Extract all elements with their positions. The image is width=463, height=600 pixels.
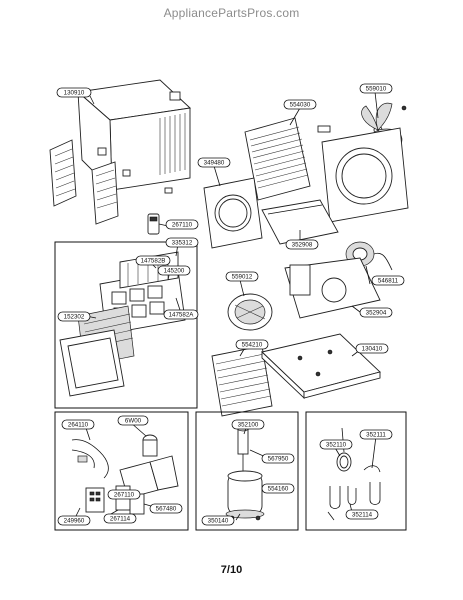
callout-546811: 546811 bbox=[371, 275, 405, 286]
svg-text:130410: 130410 bbox=[362, 346, 383, 353]
svg-text:130910: 130910 bbox=[64, 90, 85, 97]
svg-text:145200: 145200 bbox=[164, 268, 185, 275]
callout-352100: 352100 bbox=[231, 419, 265, 430]
svg-text:249960: 249960 bbox=[64, 518, 85, 525]
base-plate-part bbox=[261, 333, 381, 400]
svg-text:352110: 352110 bbox=[326, 442, 347, 449]
callout-352908: 352908 bbox=[285, 239, 319, 250]
svg-text:554210: 554210 bbox=[242, 342, 263, 349]
svg-text:349480: 349480 bbox=[204, 160, 225, 167]
callout-567480: 567480 bbox=[149, 503, 183, 514]
electrical-parts bbox=[71, 434, 179, 515]
compressor-group-box bbox=[195, 411, 299, 531]
callout-352111: 352111 bbox=[359, 429, 393, 440]
watermark: AppliancePartsPros.com bbox=[163, 6, 300, 20]
orifice-panel-part bbox=[203, 177, 263, 249]
svg-text:352904: 352904 bbox=[366, 310, 387, 317]
callout-554030: 554030 bbox=[283, 99, 317, 110]
callout-352904: 352904 bbox=[359, 307, 393, 318]
svg-text:559012: 559012 bbox=[232, 274, 253, 281]
blower-wheel-part bbox=[227, 293, 273, 331]
callout-350140: 350140 bbox=[201, 515, 235, 526]
svg-text:6W00: 6W00 bbox=[125, 418, 142, 425]
tubing-parts bbox=[327, 452, 381, 521]
svg-text:267114: 267114 bbox=[110, 516, 131, 523]
side-louver-right bbox=[91, 161, 119, 225]
svg-text:559010: 559010 bbox=[366, 86, 387, 93]
svg-text:264110: 264110 bbox=[68, 422, 89, 429]
callout-145200: 145200 bbox=[157, 265, 191, 276]
callout-6w00: 6W00 bbox=[117, 415, 149, 426]
callout-559012: 559012 bbox=[225, 271, 259, 282]
svg-text:352100: 352100 bbox=[238, 422, 259, 429]
callout-130910: 130910 bbox=[56, 87, 92, 98]
remote-part bbox=[147, 213, 160, 235]
svg-text:350140: 350140 bbox=[208, 518, 229, 525]
page-number: 7/10 bbox=[220, 564, 243, 576]
callout-264110: 264110 bbox=[61, 419, 95, 430]
front-frame-part bbox=[59, 329, 125, 397]
callout-147582b: 147582B bbox=[135, 255, 171, 266]
tubing-group-box bbox=[305, 411, 407, 531]
svg-text:554030: 554030 bbox=[290, 102, 311, 109]
callout-567950: 567950 bbox=[261, 453, 295, 464]
base-pan-part bbox=[261, 199, 339, 245]
electrical-group-box bbox=[54, 411, 189, 531]
callout-554210: 554210 bbox=[235, 339, 269, 350]
svg-text:567950: 567950 bbox=[268, 456, 289, 463]
callout-152302: 152302 bbox=[57, 311, 91, 322]
callout-349480: 349480 bbox=[197, 157, 231, 168]
callout-249960: 249960 bbox=[57, 515, 91, 526]
cabinet-part bbox=[76, 79, 191, 194]
front-grille-group-box bbox=[54, 241, 198, 409]
svg-text:147582A: 147582A bbox=[169, 312, 195, 319]
condenser-coil-part bbox=[244, 117, 331, 201]
svg-text:152302: 152302 bbox=[64, 314, 85, 321]
svg-text:335312: 335312 bbox=[172, 240, 193, 247]
callout-267110-electrical: 267110 bbox=[107, 489, 141, 500]
callout-130410: 130410 bbox=[355, 343, 389, 354]
callout-352114: 352114 bbox=[345, 509, 379, 520]
side-louver-left bbox=[49, 139, 77, 207]
compressor-parts bbox=[225, 424, 265, 521]
scroll-housing-part bbox=[284, 257, 381, 319]
svg-text:267110: 267110 bbox=[114, 492, 135, 499]
callout-147582a: 147582A bbox=[163, 309, 199, 320]
callout-267110: 267110 bbox=[165, 219, 199, 230]
callout-559010: 559010 bbox=[359, 83, 393, 94]
callout-554160: 554160 bbox=[261, 483, 295, 494]
svg-text:546811: 546811 bbox=[378, 278, 399, 285]
svg-text:567480: 567480 bbox=[156, 506, 177, 513]
fan-shroud-part bbox=[321, 127, 409, 223]
svg-text:267110: 267110 bbox=[172, 222, 193, 229]
callout-335312: 335312 bbox=[165, 237, 199, 248]
callout-352110: 352110 bbox=[319, 439, 353, 450]
svg-text:352111: 352111 bbox=[366, 432, 386, 439]
svg-text:147582B: 147582B bbox=[141, 258, 166, 265]
callout-267114: 267114 bbox=[103, 513, 137, 524]
svg-text:554160: 554160 bbox=[268, 486, 289, 493]
svg-text:352114: 352114 bbox=[352, 512, 373, 519]
svg-text:352908: 352908 bbox=[292, 242, 313, 249]
